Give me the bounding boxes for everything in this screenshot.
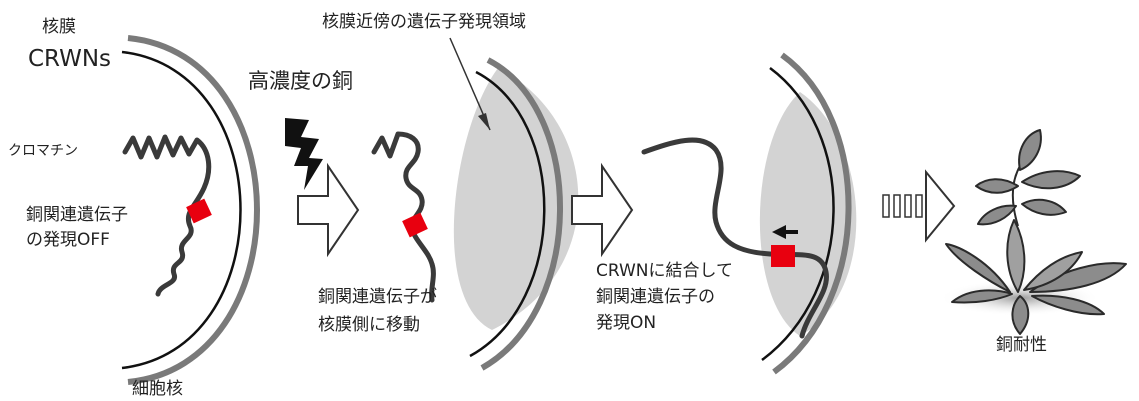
nuclear-membrane-outer — [127, 35, 260, 385]
expression-region-3 — [759, 92, 857, 336]
nuclear-membrane-inner-3 — [761, 66, 835, 362]
high-copper-label: 高濃度の銅 — [248, 69, 353, 93]
nucleus-label: 細胞核 — [132, 379, 183, 399]
moves-label-line1: 銅関連遺伝子が — [318, 287, 437, 307]
crwns-label: CRWNs — [28, 46, 111, 72]
nuclear-membrane-inner-2 — [469, 70, 546, 358]
gene-moving-marker — [402, 212, 428, 238]
nuclear-membrane-inner — [121, 50, 242, 370]
copper-tolerance-label: 銅耐性 — [996, 335, 1047, 355]
expression-region-label: 核膜近傍の遺伝子発現領域 — [322, 12, 526, 32]
nucleus-panel — [121, 35, 260, 385]
bound-panel — [641, 52, 857, 375]
gene-off-marker — [186, 198, 212, 224]
chromatin-strand — [122, 134, 212, 297]
gene-on-marker — [771, 245, 795, 267]
moving-panel — [371, 37, 579, 371]
plant-icon — [940, 129, 1127, 335]
moves-label-line2: 核膜側に移動 — [318, 315, 420, 335]
nuclear-membrane-label: 核膜 — [42, 17, 76, 37]
left-arrow-icon — [772, 225, 798, 239]
region-pointer-head — [478, 113, 490, 130]
binds-label-line1: CRWNに結合して — [596, 261, 733, 281]
step-arrow-2 — [571, 162, 634, 258]
copper-lightning-icon — [285, 118, 323, 190]
result-arrow — [882, 169, 956, 243]
chromatin-label: クロマチン — [8, 143, 78, 159]
binds-label-line2: 銅関連遺伝子の — [596, 287, 715, 307]
gene-off-label-line2: の発現OFF — [26, 230, 110, 250]
nuclear-membrane-outer-3 — [772, 52, 852, 375]
chromatin-strand-2 — [371, 131, 436, 303]
chromatin-strand-3 — [641, 137, 829, 339]
step-arrow-1 — [297, 162, 360, 258]
gene-off-label-line1: 銅関連遺伝子 — [26, 205, 128, 225]
binds-label-line3: 発現ON — [596, 313, 656, 333]
nuclear-membrane-outer-2 — [480, 57, 563, 371]
